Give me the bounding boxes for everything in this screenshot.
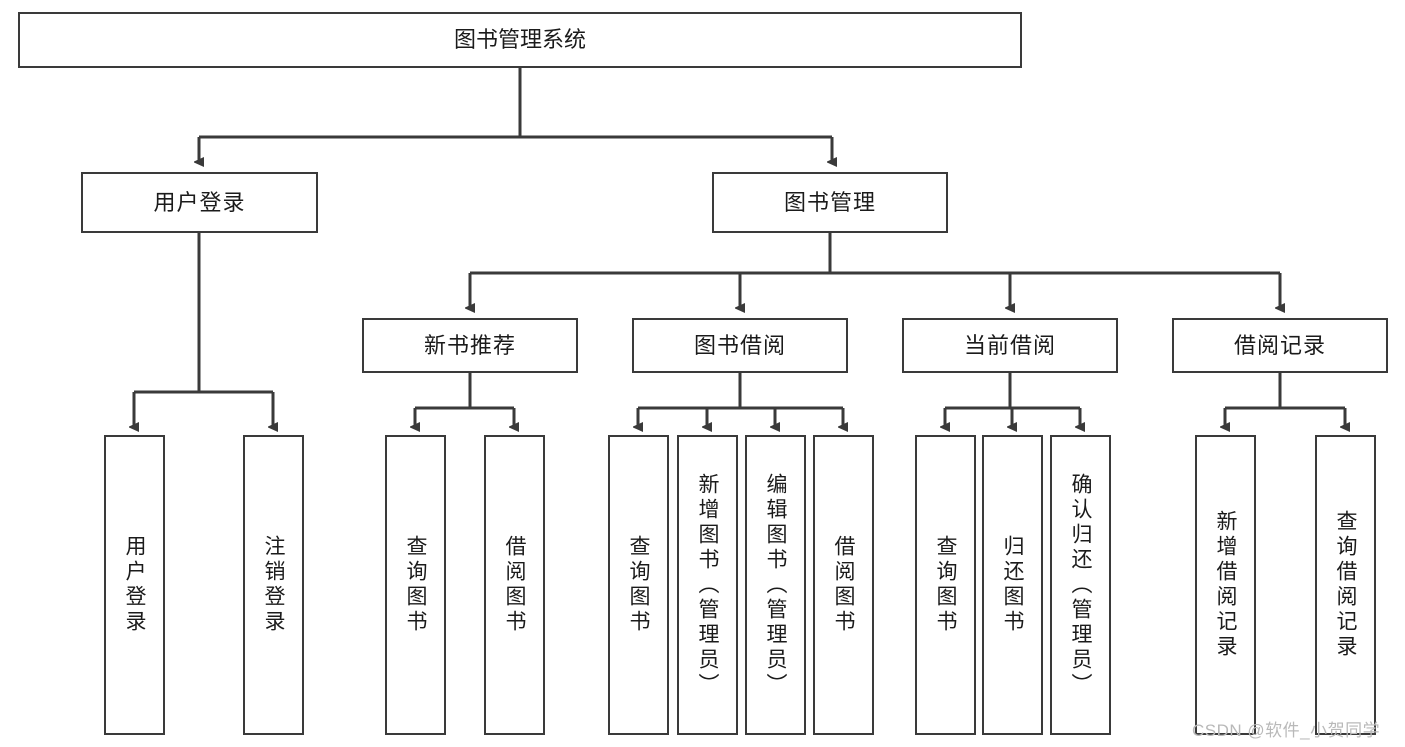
node-label: 编辑图书（管理员）	[764, 472, 787, 698]
csdn-watermark: CSDN @软件_小贺同学	[1192, 721, 1381, 740]
node-label: 查询图书	[934, 535, 957, 635]
node-leaf-query-book-recommend[interactable]: 查询图书	[385, 435, 446, 735]
node-leaf-confirm-return[interactable]: 确认归还（管理员）	[1050, 435, 1111, 735]
node-label: 用户登录	[153, 189, 246, 215]
node-book-management[interactable]: 图书管理	[712, 172, 948, 233]
node-leaf-query-book-borrow[interactable]: 查询图书	[608, 435, 669, 735]
node-label: 借阅记录	[1233, 332, 1326, 358]
node-current-borrow[interactable]: 当前借阅	[902, 318, 1118, 373]
node-leaf-borrow-book-recommend[interactable]: 借阅图书	[484, 435, 545, 735]
node-label: 图书管理系统	[453, 27, 586, 53]
node-leaf-logout-login[interactable]: 注销登录	[243, 435, 304, 735]
node-leaf-return-book[interactable]: 归还图书	[982, 435, 1043, 735]
node-label: 新书推荐	[423, 332, 516, 358]
node-label: 确认归还（管理员）	[1069, 472, 1092, 698]
node-borrow-record[interactable]: 借阅记录	[1172, 318, 1388, 373]
node-label: 查询图书	[627, 535, 650, 635]
node-leaf-query-book-current[interactable]: 查询图书	[915, 435, 976, 735]
node-label: 图书管理	[783, 189, 876, 215]
node-leaf-edit-book[interactable]: 编辑图书（管理员）	[745, 435, 806, 735]
node-new-book-recommend[interactable]: 新书推荐	[362, 318, 578, 373]
node-label: 借阅图书	[832, 535, 855, 635]
node-label: 查询图书	[404, 535, 427, 635]
node-label: 新增图书（管理员）	[696, 472, 719, 698]
node-leaf-borrow-book[interactable]: 借阅图书	[813, 435, 874, 735]
node-leaf-query-borrow-record[interactable]: 查询借阅记录	[1315, 435, 1376, 735]
node-leaf-add-borrow-record[interactable]: 新增借阅记录	[1195, 435, 1256, 735]
node-label: 查询借阅记录	[1334, 510, 1357, 660]
node-label: 归还图书	[1001, 535, 1024, 635]
node-label: 新增借阅记录	[1214, 510, 1237, 660]
node-user-login[interactable]: 用户登录	[81, 172, 318, 233]
node-label: 用户登录	[123, 535, 146, 635]
node-label: 借阅图书	[503, 535, 526, 635]
node-book-borrow[interactable]: 图书借阅	[632, 318, 848, 373]
node-label: 当前借阅	[963, 332, 1056, 358]
node-leaf-user-login[interactable]: 用户登录	[104, 435, 165, 735]
node-leaf-add-book[interactable]: 新增图书（管理员）	[677, 435, 738, 735]
node-label: 图书借阅	[693, 332, 786, 358]
node-label: 注销登录	[262, 535, 285, 635]
node-book-management-system[interactable]: 图书管理系统	[18, 12, 1022, 68]
